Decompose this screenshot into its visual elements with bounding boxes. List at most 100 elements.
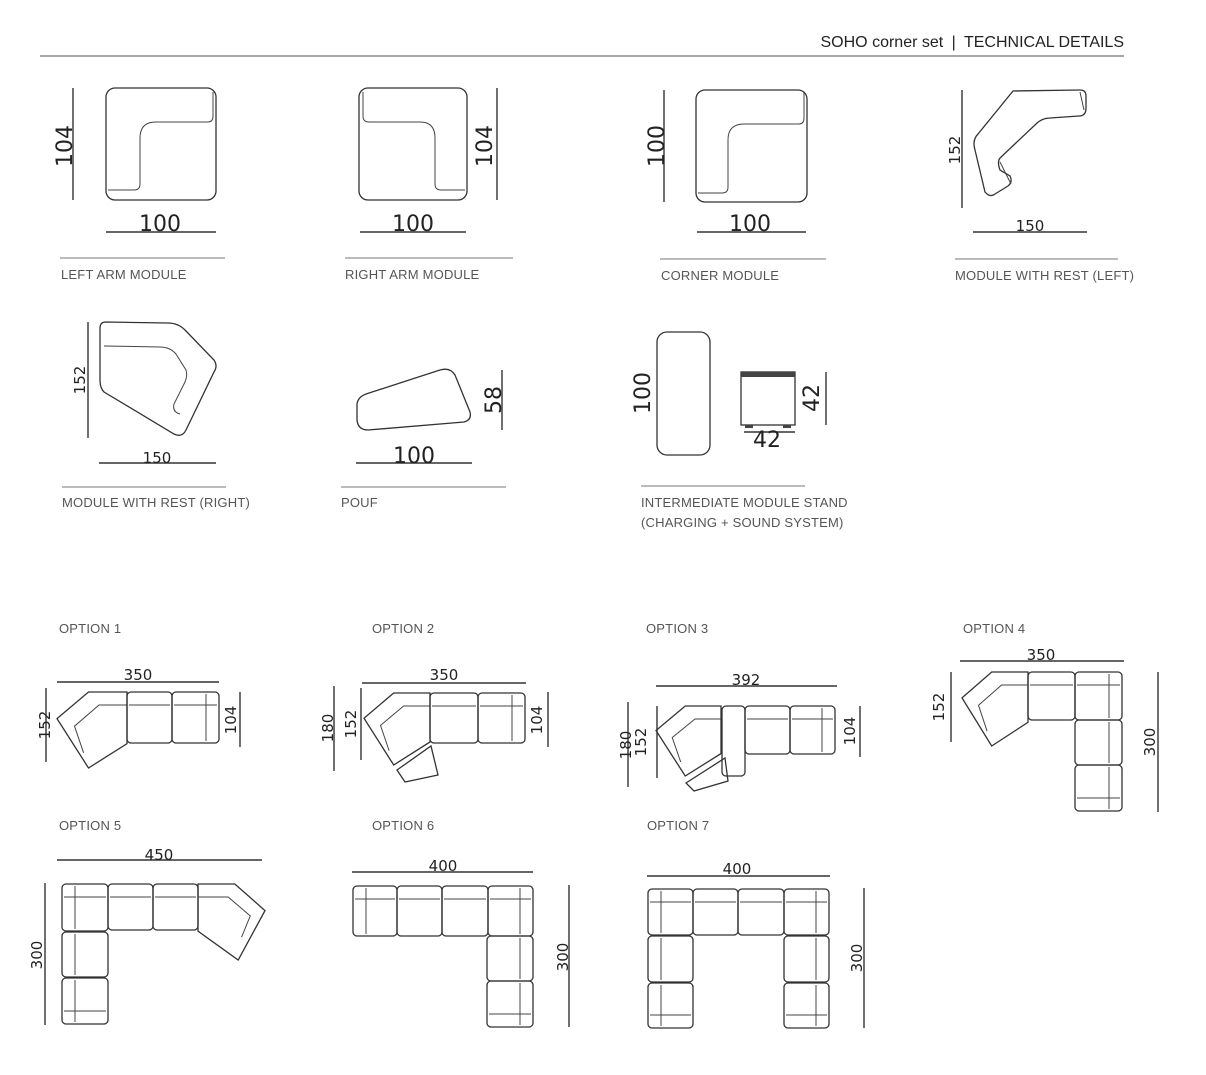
option-4-label: OPTION 4 bbox=[963, 621, 1025, 636]
module-with-rest-right: 152 150 MODULE WITH REST (RIGHT) bbox=[62, 321, 250, 510]
width-label: 100 bbox=[729, 212, 771, 237]
seat-module bbox=[783, 888, 830, 936]
module-caption: INTERMEDIATE MODULE STAND bbox=[641, 495, 848, 510]
option-3-label: OPTION 3 bbox=[646, 621, 708, 636]
rest-right-cushion bbox=[103, 345, 188, 415]
width-label: 150 bbox=[1016, 217, 1045, 235]
rest-left-cushion bbox=[999, 91, 1085, 185]
option-1-label: OPTION 1 bbox=[59, 621, 121, 636]
stand-foot bbox=[745, 425, 753, 428]
seat-module bbox=[789, 705, 836, 755]
option-sofa-shapes bbox=[56, 671, 1123, 1029]
option-5-width: 450 bbox=[145, 846, 174, 864]
seat-module bbox=[126, 691, 173, 744]
seat-module bbox=[486, 980, 534, 1028]
chaise-module bbox=[655, 705, 722, 777]
option-6-right: 300 bbox=[554, 943, 572, 972]
depth-label: 104 bbox=[53, 125, 78, 167]
seat-module bbox=[61, 977, 109, 1025]
seat-cushion bbox=[355, 888, 395, 934]
seat-module bbox=[152, 883, 199, 931]
depth-label: 152 bbox=[71, 366, 89, 395]
page-header: SOHO corner set | TECHNICAL DETAILS bbox=[40, 34, 1125, 57]
module-caption-line2: (CHARGING + SOUND SYSTEM) bbox=[641, 515, 844, 530]
seat-module bbox=[1074, 719, 1123, 766]
stand-side-view bbox=[740, 371, 796, 426]
left-arm-module-cushion bbox=[108, 92, 214, 191]
seat-cushion bbox=[650, 891, 691, 933]
seat-cushion bbox=[490, 888, 531, 934]
right-arm-module-cushion bbox=[362, 92, 465, 191]
corner-module: 100 100 CORNER MODULE bbox=[645, 89, 826, 283]
chaise-module bbox=[363, 692, 431, 766]
depth-label: 58 bbox=[482, 386, 507, 414]
intermediate-module-stand: 100 42 42 INTERMEDIATE MODULE STAND (CHA… bbox=[631, 331, 848, 530]
option-6-label: OPTION 6 bbox=[372, 818, 434, 833]
depth-label: 100 bbox=[631, 372, 656, 414]
depth-label: 152 bbox=[946, 136, 964, 165]
seat-module bbox=[1074, 764, 1123, 812]
width-label: 100 bbox=[393, 444, 435, 469]
module-caption: LEFT ARM MODULE bbox=[61, 267, 187, 282]
option-7-label: OPTION 7 bbox=[647, 818, 709, 833]
seat-cushion bbox=[480, 695, 523, 741]
chaise-module bbox=[961, 671, 1029, 747]
option-2-depth: 152 bbox=[342, 710, 360, 739]
seat-cushion bbox=[1077, 674, 1120, 718]
seat-module bbox=[171, 691, 220, 744]
seat-module bbox=[107, 883, 154, 931]
seat-cushion bbox=[64, 980, 106, 1022]
option-5-label: OPTION 5 bbox=[59, 818, 121, 833]
pouf-outline bbox=[356, 368, 472, 431]
module-with-rest-left: 152 150 MODULE WITH REST (LEFT) bbox=[946, 89, 1134, 283]
option-3-depth: 152 bbox=[632, 728, 650, 757]
module-caption: MODULE WITH REST (RIGHT) bbox=[62, 495, 250, 510]
seat-module bbox=[486, 935, 534, 982]
side-label: 42 bbox=[800, 384, 825, 412]
width-label: 100 bbox=[392, 212, 434, 237]
depth-label: 104 bbox=[473, 125, 498, 167]
seat-module bbox=[1074, 671, 1123, 721]
seat-module bbox=[744, 705, 791, 755]
seat-module bbox=[477, 692, 526, 744]
option-2-label: OPTION 2 bbox=[372, 621, 434, 636]
option-2-right: 104 bbox=[528, 706, 546, 735]
chaise-module bbox=[56, 691, 128, 769]
corner-module-outline bbox=[695, 89, 808, 203]
right-arm-module: 104 100 RIGHT ARM MODULE bbox=[345, 87, 513, 282]
chaise-cushion bbox=[671, 718, 721, 763]
option-1-right: 104 bbox=[222, 706, 240, 735]
seat-cushion bbox=[650, 985, 691, 1026]
width-label: 42 bbox=[753, 428, 781, 453]
seat-module bbox=[647, 982, 694, 1029]
seat-cushion bbox=[786, 985, 827, 1026]
width-label: 150 bbox=[143, 449, 172, 467]
option-4-right: 300 bbox=[1141, 728, 1159, 757]
option-2-outer-depth: 180 bbox=[319, 714, 337, 743]
option-3-outer-depth: 180 bbox=[617, 731, 635, 760]
option-4-depth: 152 bbox=[930, 693, 948, 722]
option-7-width: 400 bbox=[723, 860, 752, 878]
seat-cushion bbox=[1077, 767, 1120, 809]
seat-module bbox=[487, 885, 534, 937]
option-6-width: 400 bbox=[429, 857, 458, 875]
depth-label: 100 bbox=[645, 125, 670, 167]
left-arm-module: 104 100 LEFT ARM MODULE bbox=[53, 87, 225, 282]
chaise-cushion bbox=[977, 684, 1028, 732]
seat-cushion bbox=[792, 708, 833, 752]
module-caption: RIGHT ARM MODULE bbox=[345, 267, 480, 282]
seat-module bbox=[647, 888, 694, 936]
seat-cushion bbox=[489, 983, 531, 1025]
width-label: 100 bbox=[139, 212, 181, 237]
chaise-cushion bbox=[73, 704, 127, 753]
option-3-right: 104 bbox=[841, 717, 859, 746]
option-2-width: 350 bbox=[430, 666, 459, 684]
header-title: SOHO corner set | TECHNICAL DETAILS bbox=[821, 34, 1125, 51]
chaise-cushion bbox=[379, 705, 430, 751]
seat-module bbox=[61, 931, 109, 978]
option-7-right: 300 bbox=[848, 944, 866, 973]
option-3-width: 392 bbox=[732, 671, 761, 689]
pouf-module bbox=[396, 744, 439, 783]
